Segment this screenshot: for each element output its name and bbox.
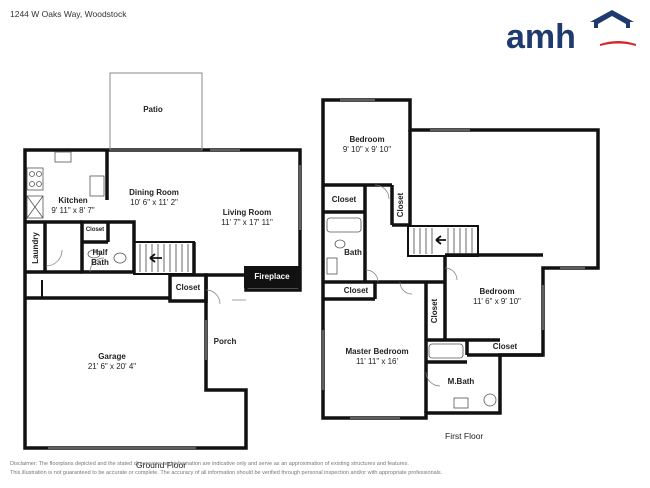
toilet-icon xyxy=(113,252,127,264)
first-floor-label: First Floor xyxy=(445,431,484,441)
room-label-closet-b: Closet xyxy=(396,192,405,218)
bath-sink-icon xyxy=(326,257,338,275)
room-label-living: Living Room 11' 7" x 17' 11" xyxy=(221,208,273,227)
fridge-icon xyxy=(26,195,44,219)
room-label-bedroom2: Bedroom 11' 6" x 9' 10" xyxy=(473,287,521,306)
room-label-mbath: M.Bath xyxy=(447,377,475,386)
room-label-master: Master Bedroom 11' 11" x 16' xyxy=(345,347,409,366)
room-label-bath: Bath xyxy=(344,248,362,257)
address-title: 1244 W Oaks Way, Woodstock xyxy=(10,9,127,19)
logo-swoosh xyxy=(600,41,636,46)
room-label-closet-d: Closet xyxy=(430,298,439,324)
house-roof-icon xyxy=(590,10,634,28)
ground-floor-label: Ground Floor xyxy=(136,460,187,470)
stair-arrow-up-icon xyxy=(435,235,446,245)
room-label-kitchen: Kitchen 9' 11" x 8' 7" xyxy=(51,196,95,215)
mbath-toilet-icon xyxy=(483,393,497,407)
bathtub-icon xyxy=(326,217,362,233)
room-label-closet-a: Closet xyxy=(331,195,357,204)
fireplace-box xyxy=(244,266,300,288)
disclaimer: Disclaimer: The floorplans depicted and … xyxy=(10,460,570,478)
sink-icon xyxy=(54,151,72,163)
room-label-bedroom1: Bedroom 9' 10" x 9' 10" xyxy=(342,135,392,154)
disclaimer-line-2: This illustration is not guaranteed to b… xyxy=(10,470,443,476)
room-label-closet-c: Closet xyxy=(343,286,369,295)
stove-icon xyxy=(26,167,44,191)
room-label-patio: Patio xyxy=(143,105,163,114)
room-label-fireplace: Fireplace xyxy=(254,272,290,281)
amh-logo: amh xyxy=(506,8,638,56)
stair-arrow-icon xyxy=(149,253,162,263)
room-label-porch: Porch xyxy=(213,337,237,346)
patio-outline xyxy=(109,72,203,151)
counter-icon xyxy=(89,175,105,197)
mbath-sink-icon xyxy=(453,397,469,409)
room-label-dining: Dining Room 10' 6" x 11' 2" xyxy=(129,188,179,207)
room-label-laundry: Laundry xyxy=(31,232,40,264)
room-label-garage: Garage 21' 6" x 20' 4" xyxy=(87,352,137,371)
hb-sink-icon xyxy=(87,249,101,259)
room-label-closet-e: Closet xyxy=(492,342,518,351)
logo-text: amh xyxy=(506,18,576,52)
mbath-tub-icon xyxy=(428,343,464,359)
room-label-half-bath: Half Bath xyxy=(91,248,109,267)
bath-toilet-icon xyxy=(334,239,346,249)
room-label-closet: Closet xyxy=(175,283,201,292)
room-label-closet-small: Closet xyxy=(85,227,105,233)
disclaimer-line-1: Disclaimer: The floorplans depicted and … xyxy=(10,461,409,467)
